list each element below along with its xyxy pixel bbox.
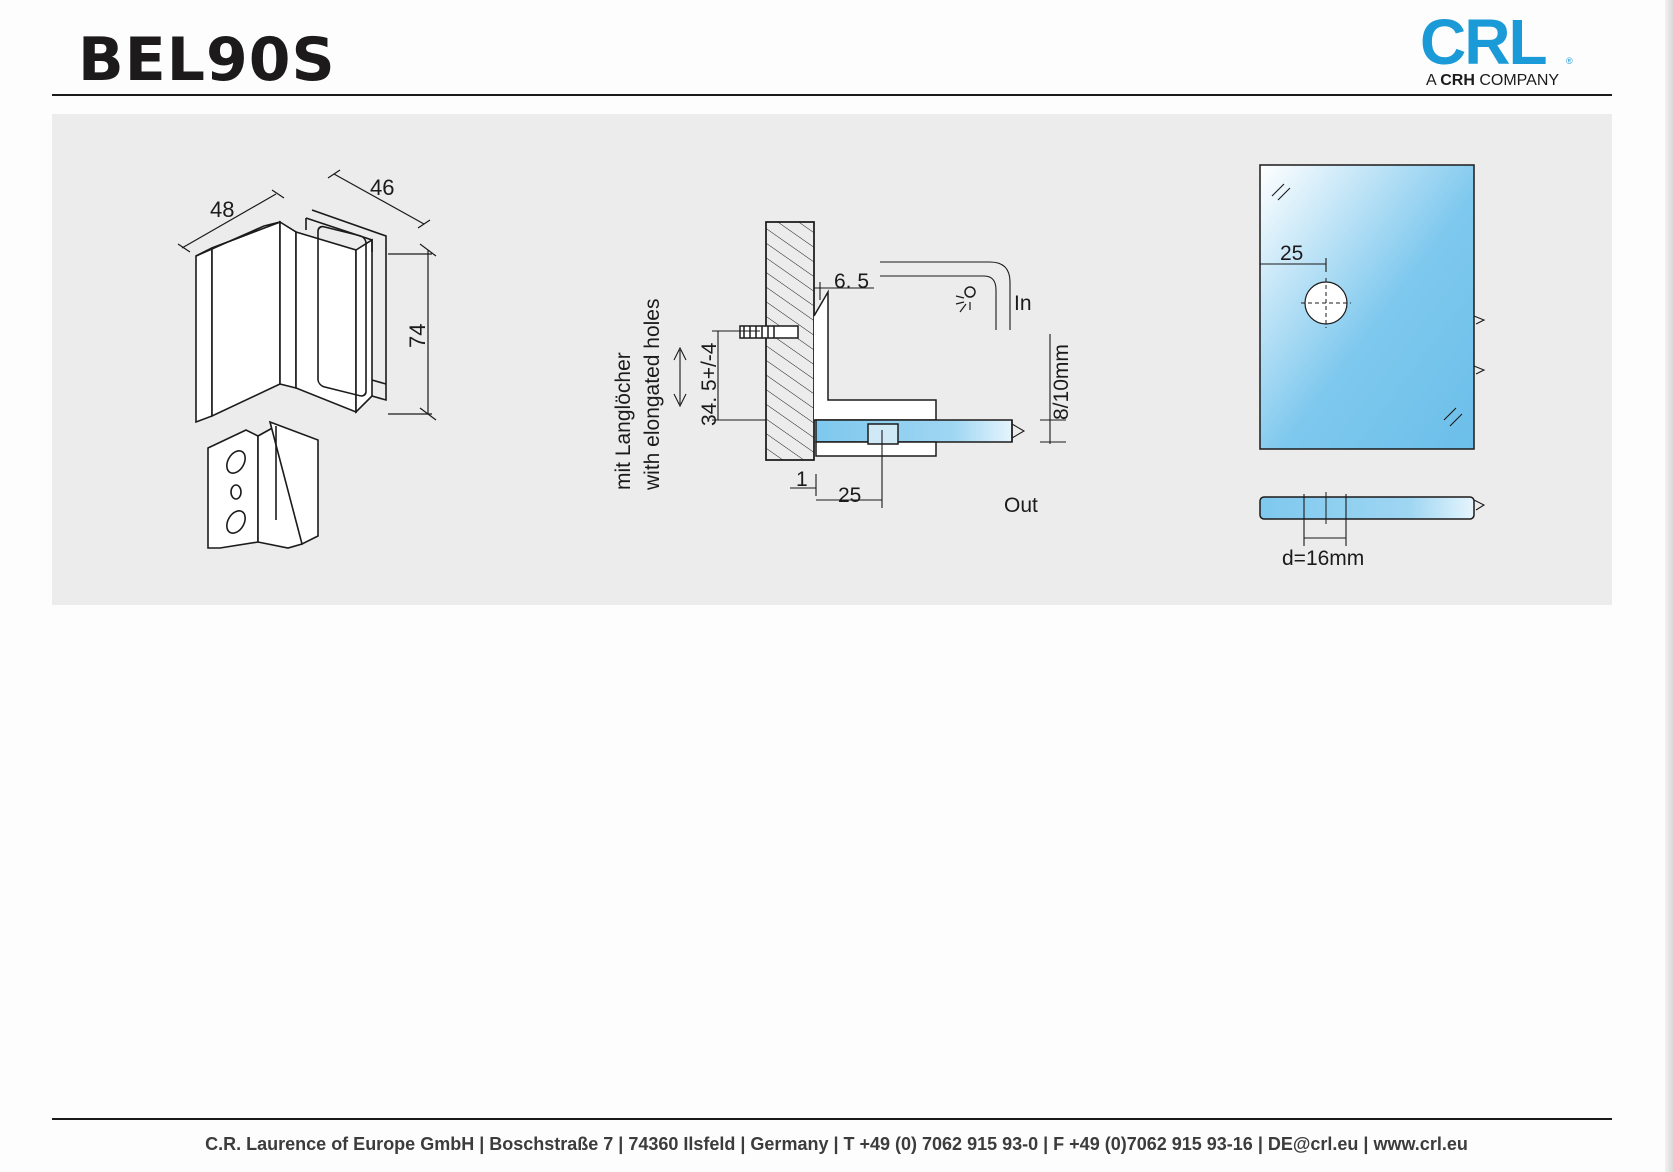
dim-depth-label: 46: [370, 175, 394, 200]
page-edge: [1665, 0, 1673, 1172]
label-out: Out: [1004, 494, 1038, 517]
dim-offset-label: 1: [796, 468, 808, 491]
logo-mark: CRL: [1420, 6, 1548, 78]
dim-thickness-label: 8/10mm: [1050, 344, 1073, 420]
technical-drawings: 48 46 74: [177, 164, 1486, 570]
isometric-view: [177, 169, 437, 549]
dim-hole-offset-label: 25: [1280, 242, 1303, 265]
footer-rule: [52, 1118, 1612, 1120]
header-rule: [52, 94, 1612, 96]
label-english-elongated: with elongated holes: [641, 299, 664, 491]
label-german-elongated: mit Langlöcher: [612, 352, 635, 490]
dim-width-label: 48: [210, 197, 234, 222]
glass-panel-view: [1259, 164, 1486, 546]
dim-gap-label: 6. 5: [834, 270, 869, 293]
logo-subtitle: A CRH COMPANY: [1426, 72, 1560, 89]
footer-contact-info: C.R. Laurence of Europe GmbH | Boschstra…: [205, 1134, 1468, 1154]
technical-drawing-panel: 48 46 74: [52, 114, 1612, 605]
dim-vertical-label: 34. 5+/-4: [698, 342, 721, 426]
dim-hole-diameter-label: d=16mm: [1282, 547, 1364, 570]
crl-logo: CRL ® A CRH COMPANY: [1418, 10, 1578, 92]
dim-height-label: 74: [405, 324, 430, 348]
logo-registered: ®: [1566, 56, 1573, 66]
label-in: In: [1014, 292, 1032, 315]
section-view: [673, 221, 1066, 508]
page-title: BEL90S: [78, 25, 336, 95]
dim-length-label: 25: [838, 484, 861, 507]
